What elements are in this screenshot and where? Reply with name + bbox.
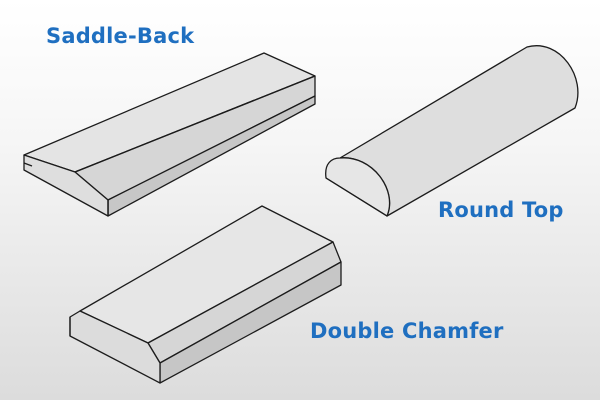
round-top-coping-shape bbox=[325, 45, 579, 217]
saddle-back-end-detail bbox=[23, 162, 33, 167]
round-top-base-edge bbox=[325, 177, 388, 217]
round-top-end-face bbox=[325, 157, 391, 217]
round-top-label: Round Top bbox=[438, 198, 564, 222]
saddle-back-coping-shape bbox=[23, 52, 316, 217]
double-chamfer-label: Double Chamfer bbox=[310, 319, 504, 343]
saddle-back-label: Saddle-Back bbox=[46, 24, 195, 48]
double-chamfer-coping-shape bbox=[69, 205, 342, 384]
saddle-back-ridge-line bbox=[74, 75, 316, 173]
